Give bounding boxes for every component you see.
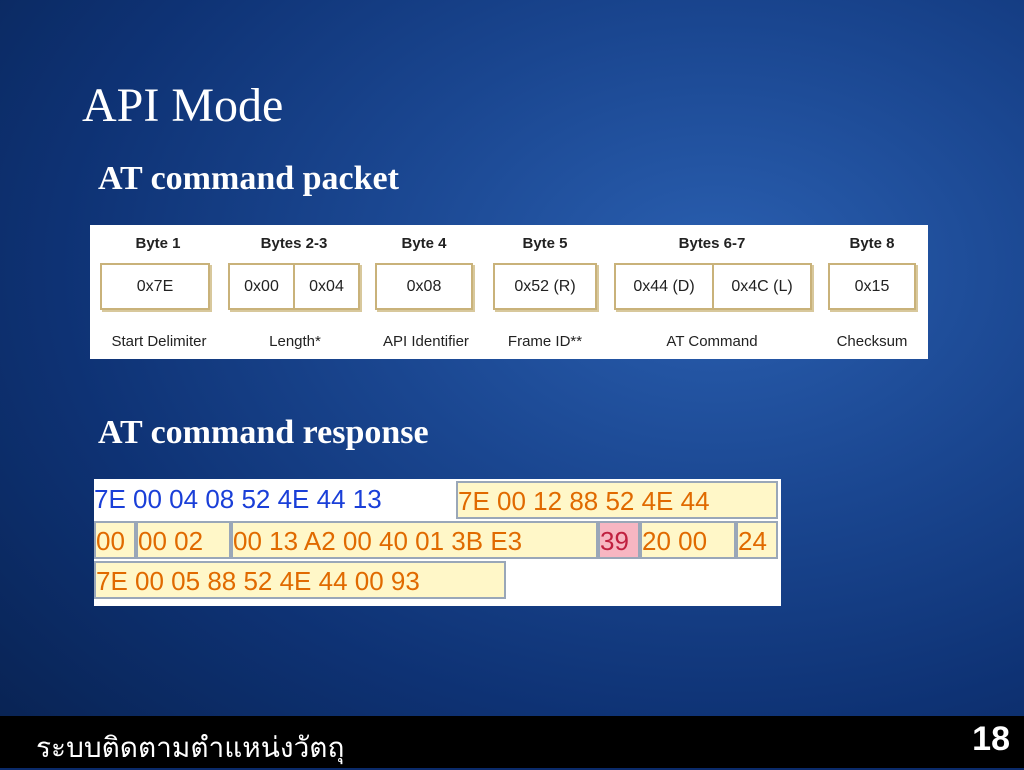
packet-header-byte4: Byte 4	[401, 235, 447, 252]
hex-received-frame-part1: 7E 00 12 88 52 4E 44	[456, 481, 778, 519]
packet-caption-at-command: AT Command	[666, 333, 758, 350]
packet-cell-start-delimiter: 0x7E	[100, 263, 210, 310]
packet-cell-checksum: 0x15	[828, 263, 916, 310]
hex-received-frame-row3: 7E 00 05 88 52 4E 44 00 93	[94, 561, 506, 599]
footer-bar: ระบบติดตามตำแหน่งวัตถุ 18	[0, 716, 1024, 768]
packet-header-byte5: Byte 5	[522, 235, 568, 252]
packet-header-byte8: Byte 8	[849, 235, 895, 252]
at-command-packet-diagram: Byte 1 Bytes 2-3 Byte 4 Byte 5 Bytes 6-7…	[90, 225, 928, 359]
hex-received-frame-part5: 20 00	[640, 521, 736, 559]
packet-caption-api-identifier: API Identifier	[383, 333, 469, 350]
at-command-response-hexdump: 7E 00 04 08 52 4E 44 13 7E 00 12 88 52 4…	[94, 479, 781, 606]
hex-highlighted-byte: 39	[598, 521, 640, 559]
section-heading-packet: AT command packet	[98, 160, 399, 197]
hex-received-frame-part2: 00	[94, 521, 136, 559]
packet-header-bytes6-7: Bytes 6-7	[678, 235, 746, 252]
packet-header-byte1: Byte 1	[135, 235, 181, 252]
packet-cell-frame-id: 0x52 (R)	[493, 263, 597, 310]
slide-title: API Mode	[82, 79, 284, 132]
packet-cell-length-lsb: 0x04	[293, 263, 360, 310]
packet-caption-checksum: Checksum	[836, 333, 908, 350]
packet-cell-length-msb: 0x00	[228, 263, 295, 310]
hex-sent-command: 7E 00 04 08 52 4E 44 13	[94, 481, 456, 519]
packet-caption-length: Length*	[269, 333, 321, 350]
section-heading-response: AT command response	[98, 414, 429, 451]
hex-received-frame-part4: 00 13 A2 00 40 01 3B E3	[231, 521, 598, 559]
hex-received-frame-part6: 24	[736, 521, 778, 559]
packet-caption-start-delimiter: Start Delimiter	[111, 333, 207, 350]
hex-received-frame-part3: 00 02	[136, 521, 231, 559]
page-number: 18	[972, 720, 1010, 758]
footer-text: ระบบติดตามตำแหน่งวัตถุ	[36, 733, 345, 764]
packet-header-bytes2-3: Bytes 2-3	[260, 235, 328, 252]
packet-caption-frame-id: Frame ID**	[507, 333, 583, 350]
packet-cell-api-identifier: 0x08	[375, 263, 473, 310]
packet-cell-at-command-2: 0x4C (L)	[712, 263, 812, 310]
packet-cell-at-command-1: 0x44 (D)	[614, 263, 714, 310]
